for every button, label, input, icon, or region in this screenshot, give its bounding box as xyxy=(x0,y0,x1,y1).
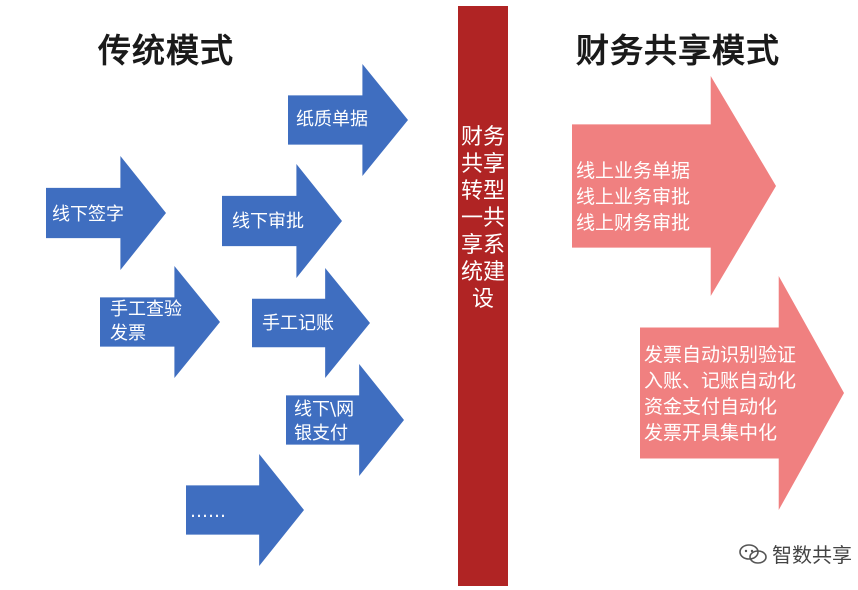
label-offline-approval: 线下审批 xyxy=(232,211,304,232)
left-title: 传统模式 xyxy=(98,31,234,70)
watermark: 智数共享 xyxy=(738,539,852,568)
center-banner-text: 财务共享转型一共享系统建设 xyxy=(460,125,505,312)
label-online-process: 线上业务单据 线上业务审批 线上财务审批 xyxy=(576,160,691,234)
label-offline-sign: 线下签字 xyxy=(52,204,124,225)
watermark-text: 智数共享 xyxy=(772,543,852,567)
label-manual-check: 手工查验 发票 xyxy=(110,299,182,344)
label-more: …… xyxy=(190,501,226,522)
wechat-icon xyxy=(739,543,767,564)
label-offline-pay: 线下\网 银支付 xyxy=(294,399,355,444)
label-automation: 发票自动识别验证 入账、记账自动化 资金支付自动化 发票开具集中化 xyxy=(644,344,797,444)
label-manual-book: 手工记账 xyxy=(262,313,334,334)
label-paper-docs: 纸质单据 xyxy=(296,109,368,130)
right-title: 财务共享模式 xyxy=(576,31,780,70)
center-banner: 财务共享转型一共享系统建设 xyxy=(458,6,508,586)
